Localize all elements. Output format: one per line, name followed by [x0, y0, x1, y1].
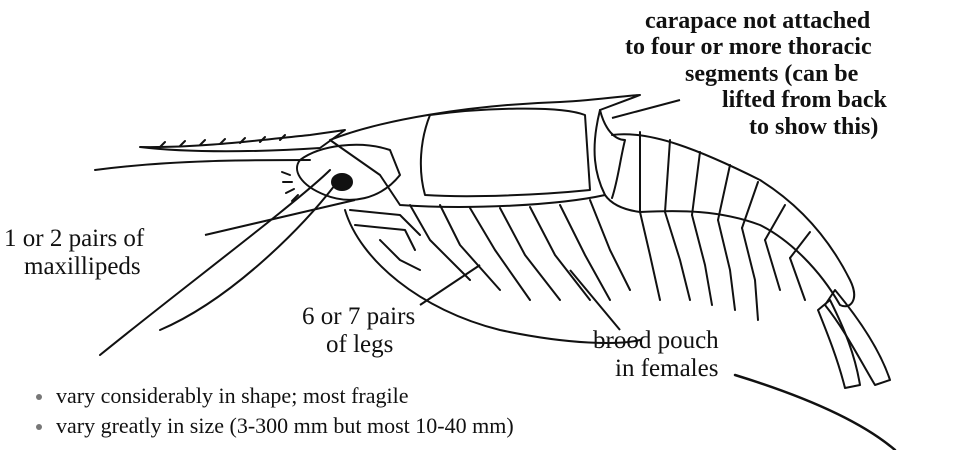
- legs-label: 6 or 7 pairs of legs: [302, 303, 415, 359]
- leader-brood-pouch: [570, 270, 620, 330]
- antenna-tail: [735, 375, 895, 450]
- leader-maxillipeds: [205, 200, 355, 235]
- bullet-item: vary considerably in shape; most fragile: [30, 383, 514, 413]
- antenna-front: [95, 160, 310, 170]
- carapace-label: carapace not attached to four or more th…: [625, 8, 955, 140]
- brood-pouch-label: brood pouch in females: [593, 327, 719, 383]
- bullet-list: vary considerably in shape; most fragile…: [30, 383, 514, 443]
- compound-eye: [332, 174, 352, 190]
- leader-legs: [420, 265, 480, 305]
- carapace: [330, 95, 640, 207]
- bullet-item: vary greatly in size (3-300 mm but most …: [30, 413, 514, 443]
- maxillipeds-label: 1 or 2 pairs of maxillipeds: [4, 225, 144, 281]
- carapace-window: [421, 109, 590, 197]
